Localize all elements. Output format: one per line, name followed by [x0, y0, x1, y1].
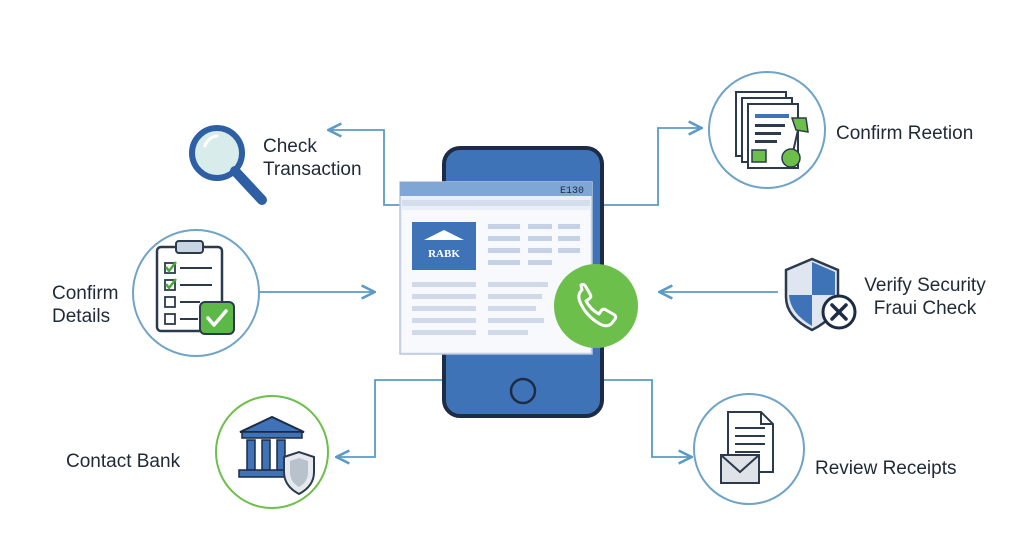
bank-badge-text: RABK	[428, 248, 460, 260]
phone-handset-icon	[577, 282, 618, 328]
contact-bank-node	[215, 395, 329, 509]
phone-illustration: E130 RABK	[399, 146, 638, 418]
review-receipts-node	[693, 393, 805, 505]
verify-security-node	[784, 257, 857, 332]
documents-stamp-icon	[735, 91, 809, 169]
confirm-reetion-label-text: Confirm Reetion	[836, 123, 974, 144]
verify-security-label-line-2: Fraui Check	[873, 298, 977, 319]
verify-security-label: Verify Security Fraui Check	[855, 274, 995, 320]
receipt-envelope-icon	[720, 411, 774, 484]
confirm-details-node	[132, 229, 260, 357]
contact-bank-label: Contact Bank	[66, 450, 180, 473]
window-header-bar	[400, 182, 592, 196]
connectors	[258, 128, 778, 457]
bank-building-icon	[238, 415, 305, 478]
window-header-text: E130	[560, 186, 584, 197]
contact-bank-ring	[215, 395, 329, 509]
check-transaction-label: Check Transaction	[263, 135, 362, 181]
magnifier-icon	[189, 125, 267, 205]
shield-icon	[283, 450, 315, 496]
review-receipts-label: Review Receipts	[815, 457, 957, 480]
cancel-x-icon	[821, 294, 857, 330]
arrow-to-review-receipts	[604, 379, 690, 457]
confirm-reetion-node	[708, 71, 826, 189]
arrow-to-check-transaction	[330, 130, 404, 206]
bank-badge-roof-icon	[424, 230, 464, 240]
confirm-details-label-line-1: Confirm	[52, 283, 119, 304]
check-transaction-label-line-2: Transaction	[263, 159, 362, 180]
green-check-badge-icon	[199, 301, 235, 335]
phone-home-button	[509, 377, 537, 405]
arrow-to-contact-bank	[338, 379, 445, 457]
confirm-details-label: Confirm Details	[52, 282, 119, 328]
check-transaction-node	[189, 125, 267, 205]
call-button	[554, 264, 638, 348]
bank-badge	[412, 222, 476, 270]
clipboard-checklist-icon	[155, 240, 235, 335]
verify-security-label-line-1: Verify Security	[864, 275, 986, 296]
contact-bank-label-text: Contact Bank	[66, 451, 181, 472]
confirm-reetion-label: Confirm Reetion	[836, 122, 973, 145]
review-receipts-label-text: Review Receipts	[815, 458, 957, 479]
check-transaction-label-line-1: Check	[263, 136, 317, 157]
confirm-details-label-line-2: Details	[52, 306, 111, 327]
arrow-to-confirm-reetion	[604, 128, 700, 206]
